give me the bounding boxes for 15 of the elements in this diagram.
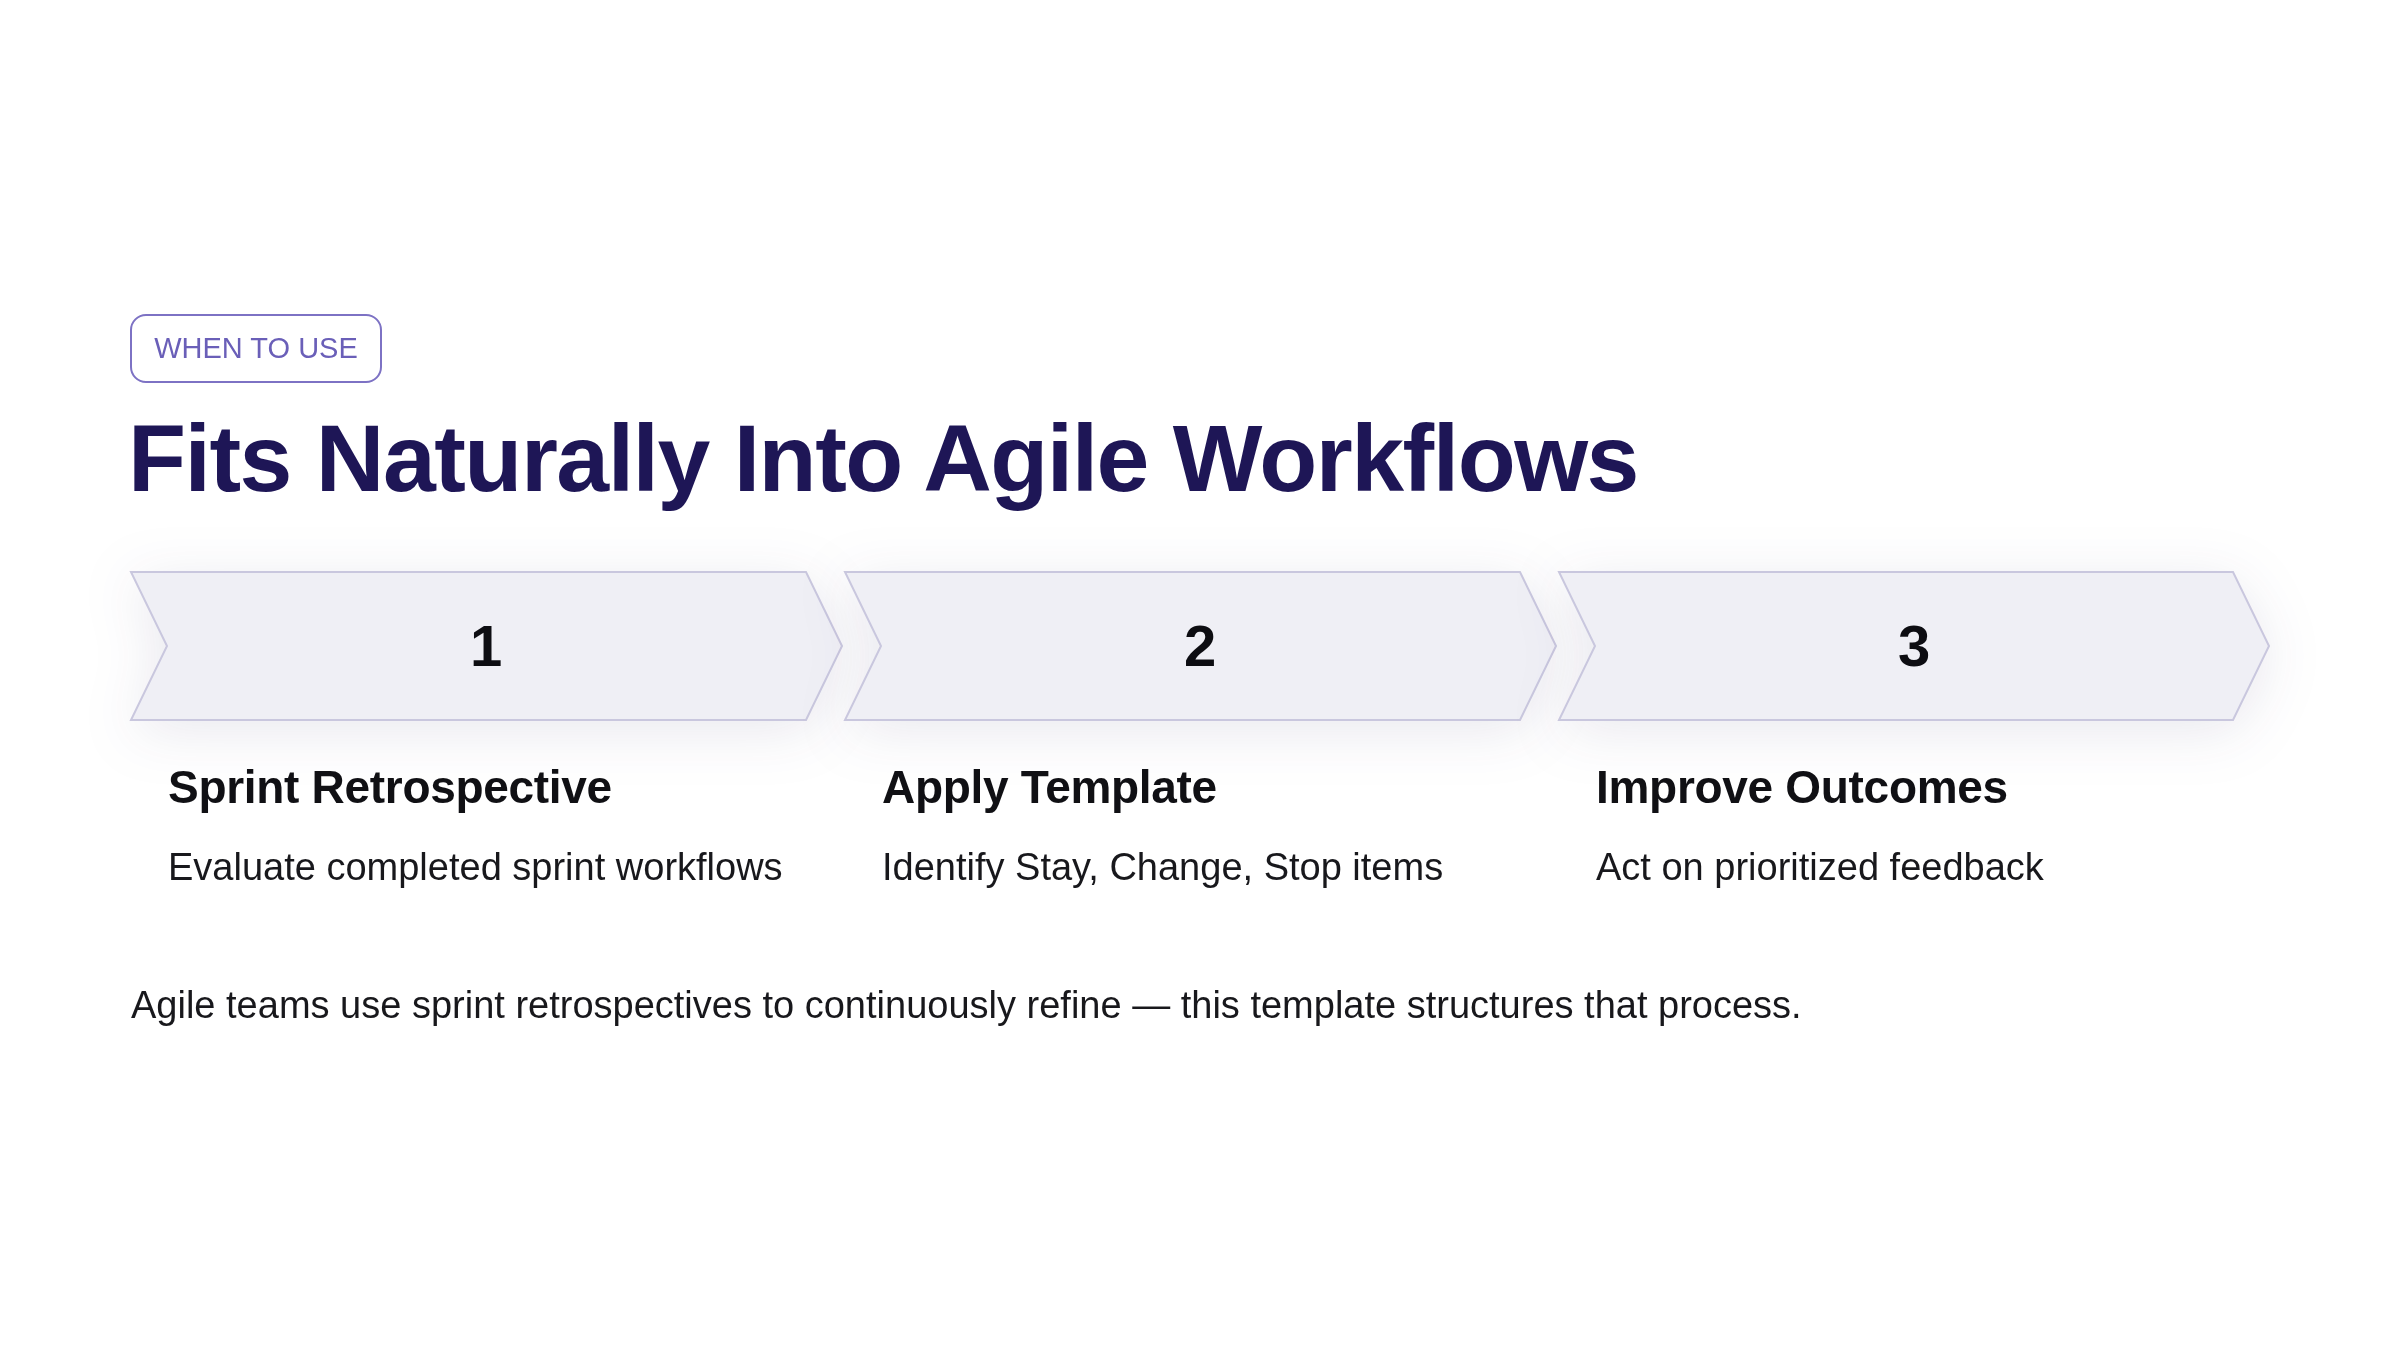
section-tag: WHEN TO USE [130,314,382,383]
step-number: 2 [1184,617,1217,675]
step-description: Evaluate completed sprint workflows [168,846,783,890]
step-heading: Apply Template [882,761,1217,814]
chevron-step [844,571,1557,721]
step-description: Identify Stay, Change, Stop items [882,846,1444,890]
step-heading: Improve Outcomes [1596,761,2008,814]
caption-text: Agile teams use sprint retrospectives to continuously refine — this template structures that process. [131,984,1802,1028]
step-heading: Sprint Retrospective [168,761,612,814]
chevron-step [130,571,843,721]
step-description: Act on prioritized feedback [1596,846,2044,890]
chevron-step [1558,571,2270,721]
step-number: 3 [1898,617,1931,675]
step-number: 1 [470,617,503,675]
slide-title: Fits Naturally Into Agile Workflows [128,406,1638,511]
